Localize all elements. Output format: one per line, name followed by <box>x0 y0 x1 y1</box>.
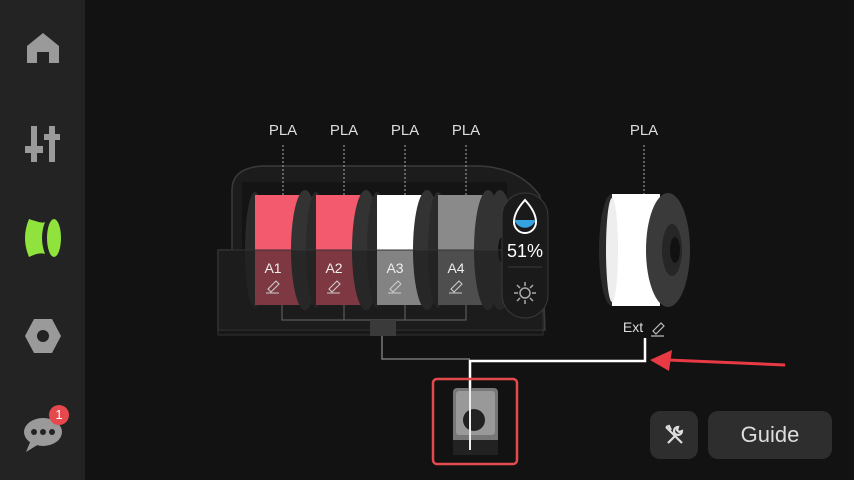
sidebar-item-home[interactable] <box>17 22 69 74</box>
wrench-screwdriver-icon <box>665 424 684 444</box>
slot-id-label: A4 <box>447 260 464 276</box>
edit-pencil-icon[interactable] <box>327 280 341 294</box>
sliders-icon <box>25 126 60 162</box>
hex-nut-icon <box>25 319 61 353</box>
tools-button[interactable] <box>650 411 698 459</box>
sidebar: 1 <box>0 0 85 480</box>
chat-bubble-icon <box>24 418 62 452</box>
guide-button[interactable]: Guide <box>708 411 832 459</box>
sidebar-item-controls[interactable] <box>17 118 69 170</box>
external-material-label: PLA <box>630 122 658 139</box>
slot-material-label: PLA <box>330 122 358 139</box>
notification-badge: 1 <box>49 405 69 425</box>
slot-material-label: PLA <box>269 122 297 139</box>
toolhead <box>453 388 498 455</box>
sidebar-item-filament[interactable] <box>17 212 69 264</box>
sidebar-item-settings[interactable] <box>17 310 69 362</box>
home-icon <box>27 33 59 63</box>
humidity-drop-icon <box>512 198 538 234</box>
slot-id-label: A1 <box>264 260 281 276</box>
annotation-arrow <box>650 350 786 371</box>
slot-material-label: PLA <box>452 122 480 139</box>
toolhead-highlight <box>431 377 519 466</box>
humidity-value: 51% <box>507 241 543 261</box>
edit-pencil-icon[interactable] <box>651 322 665 337</box>
humidity-indicator[interactable]: 51% <box>501 192 549 319</box>
slot-id-label: A2 <box>325 260 342 276</box>
ams-hub <box>370 320 396 336</box>
edit-pencil-icon[interactable] <box>388 280 402 294</box>
filament-spool-icon <box>25 219 61 257</box>
external-spool[interactable]: PLA Ext <box>599 122 690 337</box>
dry-sun-icon <box>514 282 536 304</box>
slot-material-label: PLA <box>391 122 419 139</box>
external-slot-label: Ext <box>623 319 643 335</box>
edit-pencil-icon[interactable] <box>266 280 280 294</box>
external-filament-path <box>468 338 647 390</box>
slot-id-label: A3 <box>386 260 403 276</box>
edit-pencil-icon[interactable] <box>449 280 463 294</box>
sidebar-item-messages[interactable] <box>17 408 69 460</box>
